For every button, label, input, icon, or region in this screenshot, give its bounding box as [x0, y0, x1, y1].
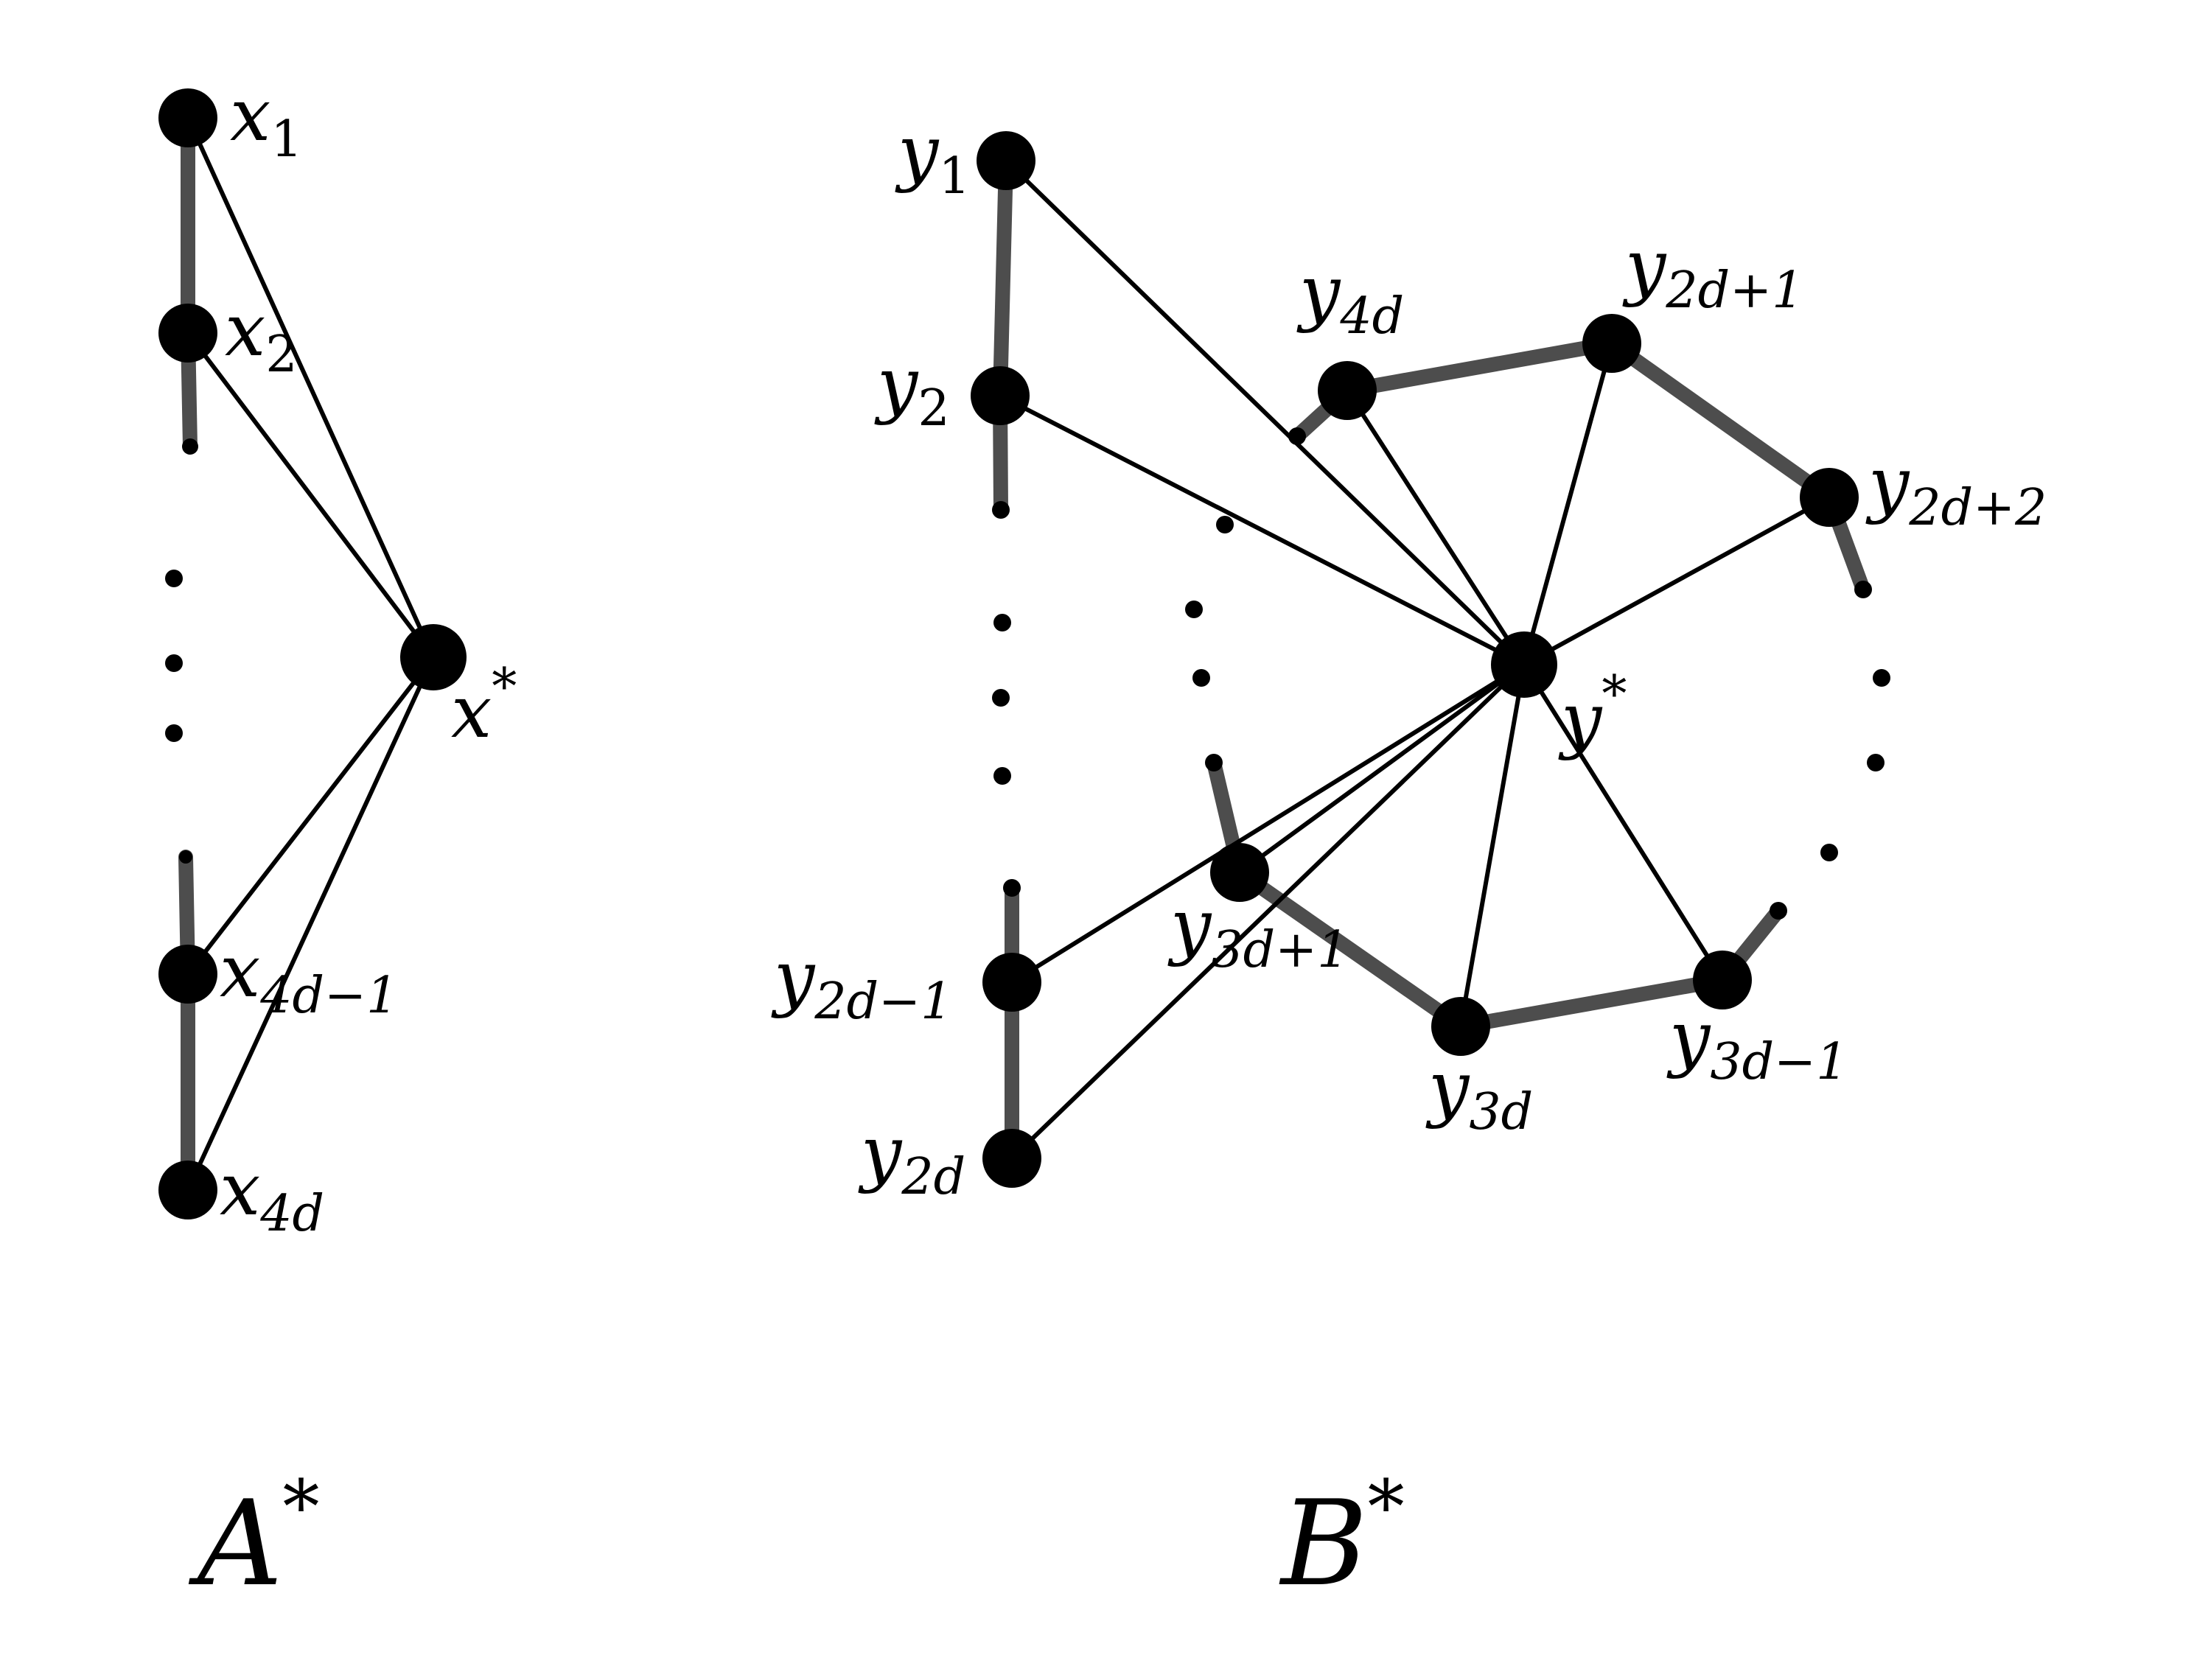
- label-y1: y1: [895, 111, 971, 206]
- label-y4d: y4d: [1296, 251, 1404, 346]
- ellipsis-dot: [165, 570, 183, 587]
- edge-y2dm1-ystar: [1010, 662, 1526, 984]
- edge-y4d-ystar: [1345, 388, 1526, 667]
- label-x4dm1: x4d−1: [220, 930, 398, 1025]
- label-y2: y2: [874, 343, 950, 438]
- ellipsis-dot: [1873, 669, 1890, 687]
- graph-b: y1 y2 y2d−1 y2d y4d y2d+1 y2d+2 y* y3d+1…: [771, 111, 2047, 1612]
- ellipsis-dot: [1288, 427, 1306, 445]
- edge-x4d-xstar: [186, 655, 436, 1192]
- node-y2dp2: [1800, 468, 1859, 527]
- node-y2: [971, 366, 1030, 425]
- ellipsis-dot: [1867, 754, 1885, 771]
- edge-y4d-y2dp1: [1340, 336, 1619, 398]
- edge-y3d-y3dm1: [1453, 973, 1730, 1034]
- edge-y3dm1-ystar: [1522, 662, 1725, 982]
- node-x2: [158, 304, 217, 363]
- edge-y1-ystar: [1004, 158, 1526, 667]
- edge-x2-xstar: [186, 331, 436, 659]
- label-y2dp2: y2d+2: [1865, 442, 2047, 537]
- edge-y3d-ystar: [1459, 662, 1526, 1029]
- ellipsis-dot: [1854, 581, 1872, 598]
- ellipsis-dot: [1770, 902, 1787, 920]
- ellipsis-dot: [182, 438, 198, 455]
- node-y4d: [1318, 361, 1377, 420]
- edge-y2dp2-ystar: [1522, 495, 1831, 667]
- label-y2d: y2d: [858, 1111, 965, 1206]
- edge-y3dp1-y3d: [1232, 865, 1468, 1034]
- node-y2d: [982, 1129, 1041, 1188]
- node-y2dm1: [982, 953, 1041, 1012]
- ellipsis-dot: [179, 850, 192, 864]
- ellipsis-dot: [165, 654, 183, 672]
- ellipsis-dot: [1192, 669, 1210, 687]
- caption-a: A*: [188, 1464, 320, 1612]
- ellipsis-dot: [1185, 601, 1203, 618]
- node-xstar: [400, 624, 467, 690]
- ellipsis-dot: [1216, 516, 1234, 533]
- ellipsis-dot: [992, 689, 1010, 707]
- label-ystar: y*: [1558, 665, 1627, 762]
- edge-x4dm1-xstar: [186, 655, 436, 976]
- label-x2: x2: [225, 289, 298, 384]
- node-ystar: [1491, 631, 1557, 698]
- node-y1: [977, 131, 1035, 190]
- ellipsis-dot: [1820, 844, 1838, 861]
- caption-b: B*: [1279, 1464, 1405, 1612]
- ellipsis-dot: [1205, 754, 1223, 771]
- label-y3dm1: y3d−1: [1666, 996, 1848, 1091]
- edge-y2dp1-ystar: [1522, 341, 1614, 667]
- node-x4dm1: [158, 945, 217, 1004]
- graph-a: x1 x2 x4d−1 x4d x* A*: [158, 74, 517, 1612]
- edge-y1-y2: [993, 153, 1013, 403]
- ellipsis-dot: [165, 724, 183, 742]
- label-x1: x1: [230, 74, 303, 169]
- node-y3d: [1431, 997, 1490, 1056]
- edge-y2d-ystar: [1010, 662, 1526, 1161]
- node-x4d: [158, 1161, 217, 1219]
- node-y3dp1: [1210, 843, 1269, 902]
- ellipsis-dot: [1003, 879, 1021, 897]
- ellipsis-dot: [992, 501, 1010, 519]
- node-y2dp1: [1582, 314, 1641, 373]
- edge-y3dp1-ystar: [1237, 662, 1526, 875]
- label-xstar: x*: [451, 658, 517, 755]
- label-y2dp1: y2d+1: [1622, 225, 1803, 320]
- label-y3dp1: y3d+1: [1167, 884, 1349, 979]
- edge-x1-xstar: [186, 116, 436, 659]
- label-x4d: x4d: [220, 1148, 324, 1243]
- node-y3dm1: [1693, 951, 1752, 1009]
- node-x1: [158, 88, 217, 147]
- edge-y2-ystar: [998, 393, 1526, 667]
- label-y2dm1: y2d−1: [771, 936, 952, 1031]
- ellipsis-dot: [993, 614, 1011, 631]
- edge-y2dp1-y2dp2: [1604, 336, 1837, 505]
- ellipsis-dot: [993, 767, 1011, 785]
- label-y3d: y3d: [1425, 1046, 1533, 1141]
